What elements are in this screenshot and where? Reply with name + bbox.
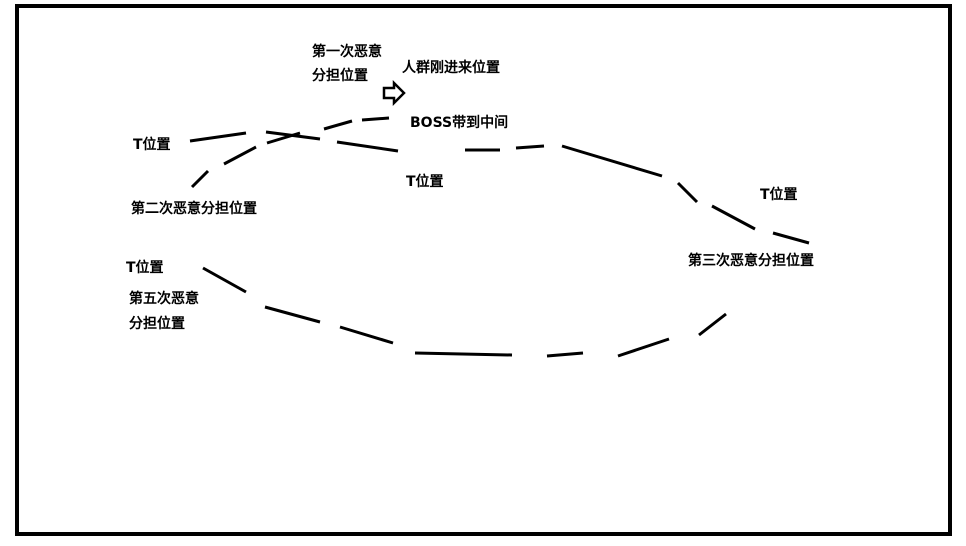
route-dash bbox=[546, 351, 584, 358]
route-dash bbox=[414, 351, 513, 357]
arrow-right-outline-icon bbox=[382, 79, 406, 107]
route-dash bbox=[515, 144, 545, 150]
route-dash bbox=[361, 116, 390, 122]
first-malice-label-line1: 第一次恶意 bbox=[312, 44, 382, 60]
route-dash bbox=[190, 169, 210, 189]
route-dash bbox=[336, 140, 399, 153]
fifth-malice-label-line1: 第五次恶意 bbox=[129, 291, 199, 307]
route-dash bbox=[189, 131, 247, 143]
t-position-left-label: T位置 bbox=[133, 137, 171, 153]
t-position-lower-left-label: T位置 bbox=[126, 260, 164, 276]
first-malice-label-line2: 分担位置 bbox=[312, 68, 368, 84]
t-position-center-label: T位置 bbox=[406, 174, 444, 190]
route-dash bbox=[264, 305, 321, 324]
route-dash bbox=[323, 119, 353, 131]
route-dash bbox=[266, 131, 301, 145]
crowd-entry-label: 人群刚进来位置 bbox=[402, 60, 500, 76]
canvas-frame bbox=[15, 4, 952, 536]
t-position-right-label: T位置 bbox=[760, 187, 798, 203]
route-dash bbox=[772, 231, 810, 245]
route-dash bbox=[202, 266, 247, 294]
route-dash bbox=[223, 145, 257, 166]
route-dash bbox=[339, 325, 394, 345]
route-dash bbox=[676, 181, 699, 204]
route-dash bbox=[698, 312, 727, 337]
second-malice-label: 第二次恶意分担位置 bbox=[131, 201, 257, 217]
route-dash bbox=[617, 337, 670, 358]
third-malice-label: 第三次恶意分担位置 bbox=[688, 253, 814, 269]
route-dash bbox=[561, 144, 663, 178]
fifth-malice-label-line2: 分担位置 bbox=[129, 316, 185, 332]
route-dash bbox=[711, 204, 756, 231]
boss-center-label: BOSS带到中间 bbox=[410, 115, 509, 131]
